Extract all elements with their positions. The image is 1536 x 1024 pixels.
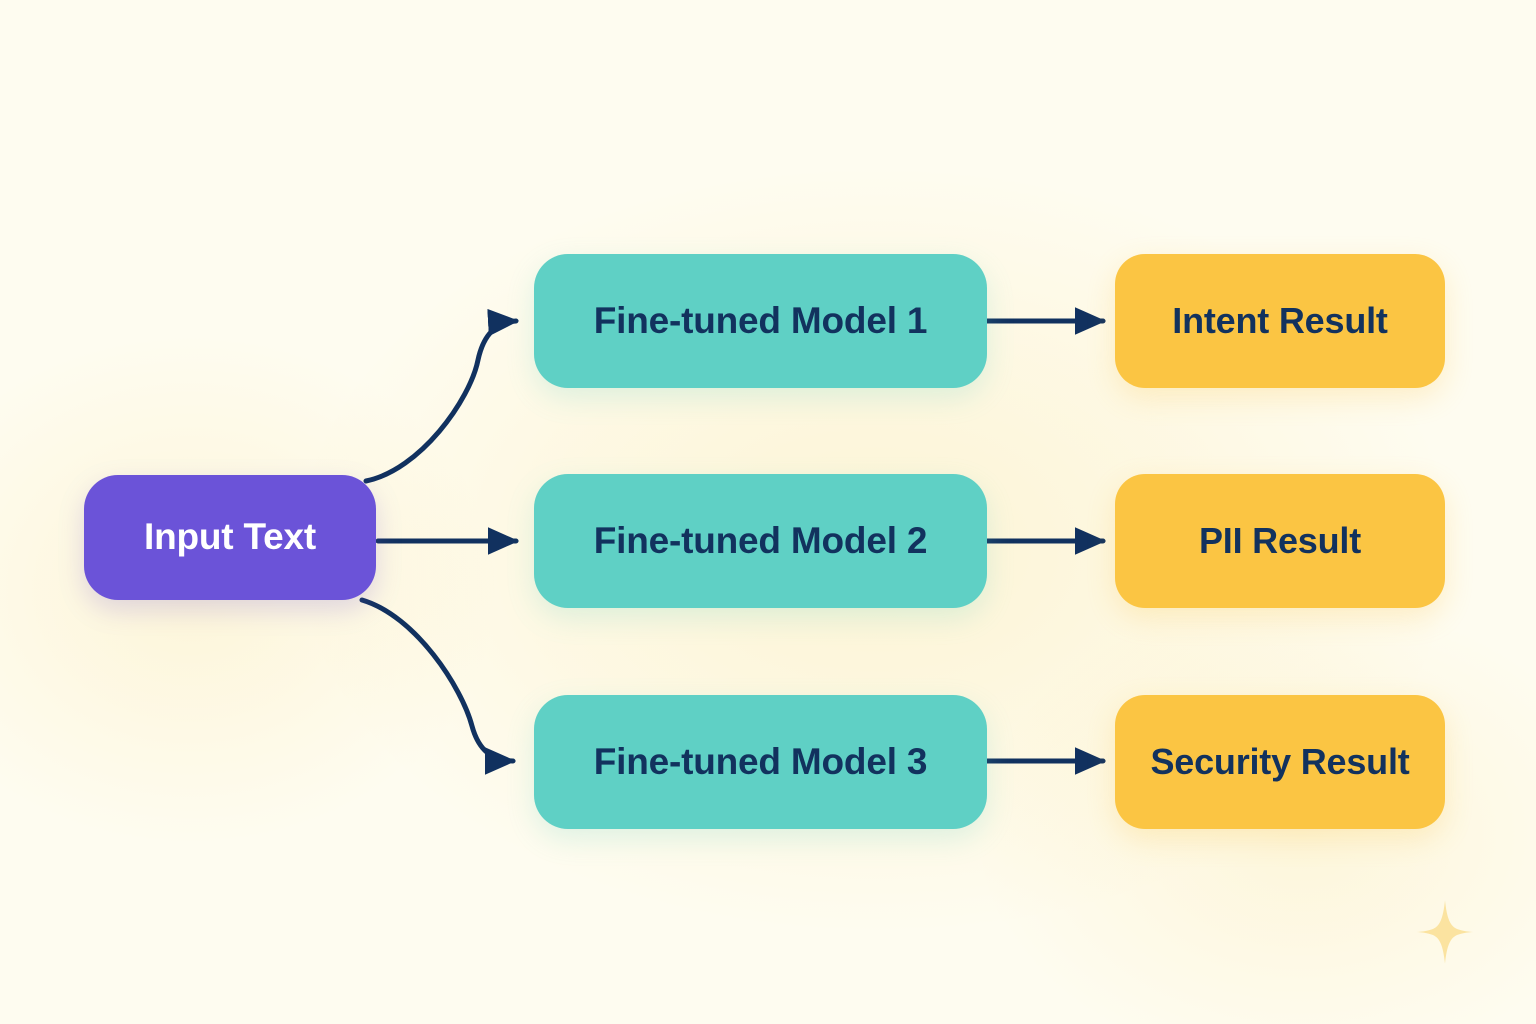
node-security-result[interactable]: Security Result <box>1115 695 1445 829</box>
node-security-result-label: Security Result <box>1150 741 1410 783</box>
node-fine-tuned-model-3-label: Fine-tuned Model 3 <box>593 740 928 782</box>
node-intent-result-label: Intent Result <box>1172 300 1388 342</box>
node-input-text-label: Input Text <box>143 516 317 558</box>
node-intent-result[interactable]: Intent Result <box>1115 254 1445 388</box>
connector-input-to-model-3 <box>359 597 517 775</box>
node-fine-tuned-model-2-label: Fine-tuned Model 2 <box>593 519 928 561</box>
node-pii-result-label: PII Result <box>1198 520 1362 562</box>
node-input-text[interactable]: Input Text <box>84 475 376 600</box>
node-fine-tuned-model-1[interactable]: Fine-tuned Model 1 <box>534 254 987 388</box>
node-fine-tuned-model-1-label: Fine-tuned Model 1 <box>593 299 928 341</box>
node-fine-tuned-model-2[interactable]: Fine-tuned Model 2 <box>534 474 987 608</box>
node-fine-tuned-model-3[interactable]: Fine-tuned Model 3 <box>534 695 987 829</box>
node-pii-result[interactable]: PII Result <box>1115 474 1445 608</box>
connector-input-to-model-1 <box>363 308 519 484</box>
